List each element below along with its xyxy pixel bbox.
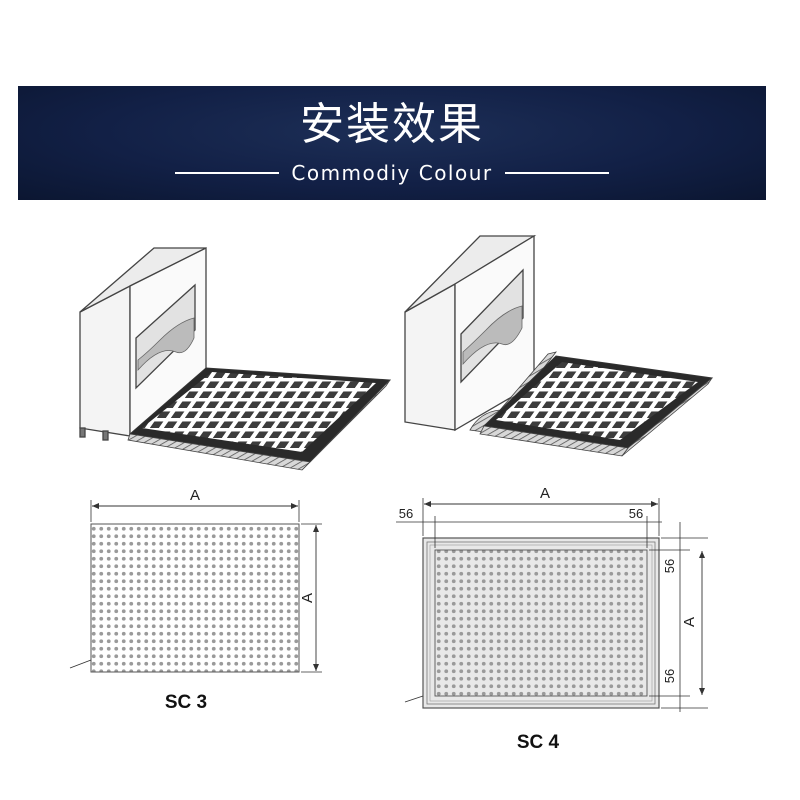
sc4-dim-margin-left: 56: [399, 506, 413, 521]
cabinet-left: [79, 246, 207, 441]
mat-sc4: [469, 351, 714, 457]
header-subtitle: Commodiy Colour: [291, 161, 493, 185]
perspective-sc4: [404, 234, 714, 457]
sc4-dim-margin-top: 56: [662, 559, 677, 573]
sc4-dim-margin-right: 56: [629, 506, 643, 521]
cabinet-right: [404, 234, 537, 432]
subtitle-right-rule: [504, 172, 609, 174]
header-subtitle-row: Commodiy Colour: [18, 161, 766, 185]
plan-sc3: A A SC 3: [69, 487, 322, 713]
sc3-dim-top-label: A: [190, 487, 200, 504]
perspective-sc3: [79, 246, 392, 471]
sc4-caption: SC 4: [517, 732, 560, 753]
plan-sc4: A 56 56 A 56 56 SC 4: [396, 485, 708, 753]
sc3-dim-side-label: A: [299, 593, 316, 603]
header-title: 安装效果: [300, 99, 484, 150]
sc4-dim-side-label: A: [681, 617, 698, 627]
subtitle-left-rule: [175, 172, 280, 174]
mat-sc3: [127, 367, 392, 471]
sc4-dim-top-label: A: [540, 485, 550, 502]
sc4-dim-margin-bottom: 56: [662, 669, 677, 683]
header-banner: 安装效果 Commodiy Colour: [18, 86, 766, 200]
sc4-mat-plan: [434, 549, 648, 697]
sc3-mat-plan: [90, 523, 300, 673]
sc3-caption: SC 3: [165, 692, 207, 713]
